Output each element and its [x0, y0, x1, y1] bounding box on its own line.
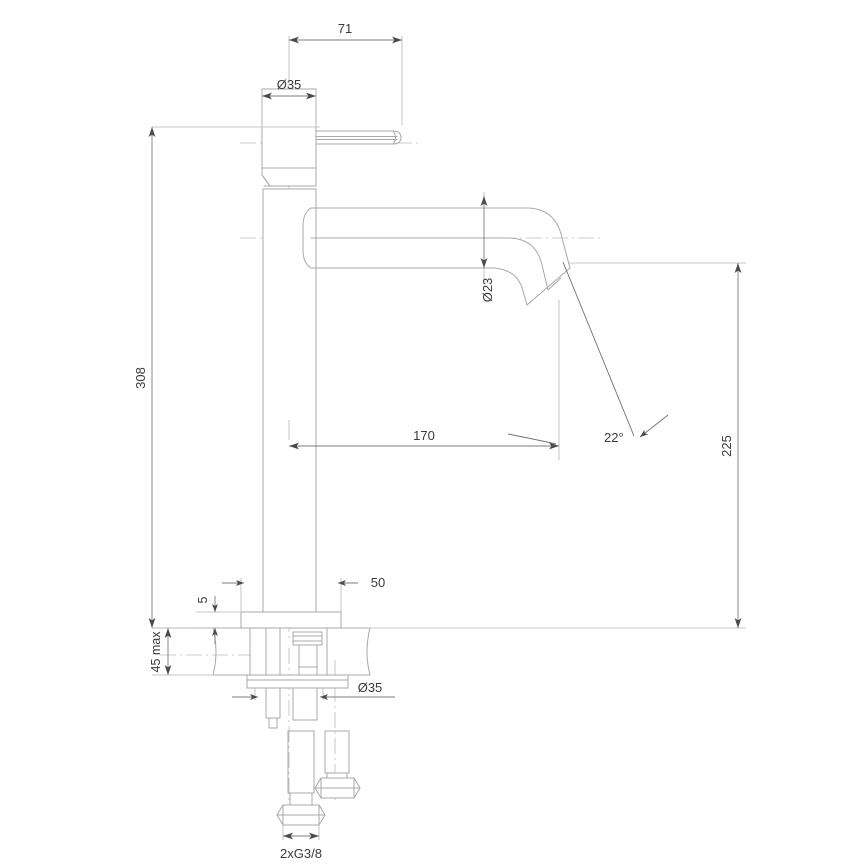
- supply-hose-a-upper: [292, 687, 318, 721]
- dimension-base-50: 50: [222, 575, 385, 612]
- dim-label-22deg: 22°: [604, 430, 624, 445]
- dimension-projection-170: 170: [288, 300, 560, 460]
- clamp-washer: [246, 674, 349, 689]
- lever-handle: [315, 130, 402, 145]
- handle-housing: [261, 88, 317, 190]
- dimension-tube-diameter: Ø23: [480, 192, 495, 302]
- spout: [302, 207, 571, 306]
- dim-label-5: 5: [196, 596, 210, 603]
- dimension-total-height: 308: [133, 126, 320, 629]
- dim-label-tube-dia-23: Ø23: [480, 278, 495, 303]
- dim-label-cap-dia-35: Ø35: [277, 77, 302, 92]
- stud-lower: [265, 687, 281, 729]
- base-collar: [240, 611, 342, 629]
- dim-label-71: 71: [338, 21, 352, 36]
- dim-label-225: 225: [719, 435, 734, 457]
- dim-label-170: 170: [413, 428, 435, 443]
- dimension-cap-diameter: Ø35: [261, 77, 317, 130]
- dim-label-50: 50: [371, 575, 385, 590]
- dimension-angle-22: 22°: [562, 261, 669, 445]
- dim-label-hole-dia-35: Ø35: [358, 680, 383, 695]
- supply-hoses: [276, 730, 361, 826]
- dim-label-308: 308: [133, 367, 148, 389]
- dimension-counter-45max: 45 max: [149, 627, 212, 676]
- supply-hose-short: [314, 730, 361, 799]
- dimension-reach-71: 71: [288, 21, 403, 125]
- dim-label-2xg38: 2xG3/8: [280, 846, 322, 861]
- dimension-height-225: 225: [342, 262, 746, 629]
- dim-label-45max: 45 max: [149, 631, 163, 673]
- connector-sleeve: [292, 631, 323, 684]
- faucet-body-geometry: [240, 88, 571, 629]
- dimension-thread-g38: 2xG3/8: [280, 825, 322, 861]
- mounting-hardware: [246, 627, 349, 729]
- dimension-hole-diameter: Ø35: [232, 680, 395, 700]
- supply-hose-long: [276, 730, 326, 826]
